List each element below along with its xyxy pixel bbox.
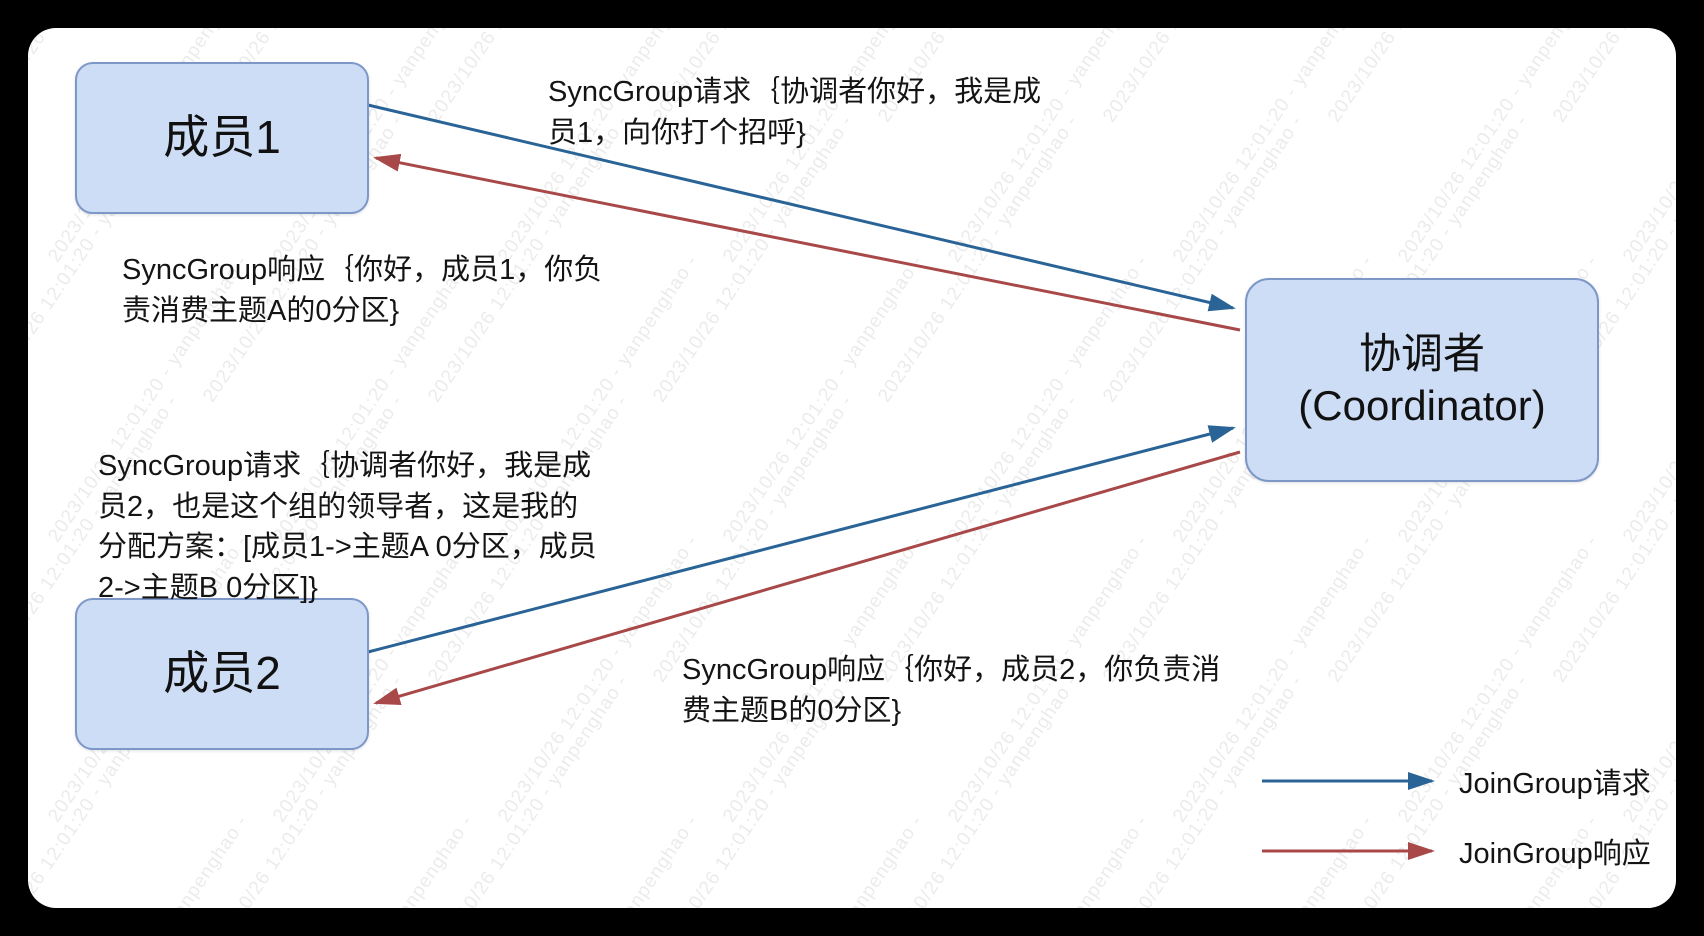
- node-member1: 成员1: [75, 62, 369, 214]
- syncgroup-request-member2-arrow: [367, 425, 1236, 654]
- arrows-layer: [367, 103, 1241, 705]
- legend-request-arrow: [1262, 772, 1435, 790]
- message-sync-request-member2: SyncGroup请求｛协调者你好，我是成 员2，也是这个组的领导者，这是我的 …: [98, 450, 597, 604]
- message-sync-request-member1: SyncGroup请求｛协调者你好，我是成 员1，向你打个招呼}: [548, 76, 1042, 149]
- diagram-canvas: 2023/10/26 12:01:20 - yanpenghao -2023/1…: [28, 28, 1676, 908]
- node-coordinator: 协调者 (Coordinator): [1245, 278, 1599, 482]
- legend-response-arrow: [1262, 842, 1435, 860]
- node-coordinator-label: 协调者 (Coordinator): [1298, 329, 1546, 430]
- legend-request-label: JoinGroup请求: [1459, 768, 1651, 800]
- node-member1-label: 成员1: [163, 111, 281, 164]
- message-sync-response-member2: SyncGroup响应｛你好，成员2，你负责消 费主题B的0分区}: [682, 654, 1221, 727]
- syncgroup-response-member1-arrow: [373, 153, 1241, 332]
- legend-response: JoinGroup响应: [1260, 830, 1651, 872]
- legend-response-label: JoinGroup响应: [1459, 838, 1651, 870]
- node-member2-label: 成员2: [163, 647, 281, 700]
- legend-request: JoinGroup请求: [1260, 760, 1651, 802]
- syncgroup-request-member1-arrow: [367, 103, 1236, 312]
- syncgroup-response-member2-arrow: [373, 450, 1241, 705]
- message-sync-response-member1: SyncGroup响应｛你好，成员1，你负 责消费主题A的0分区}: [122, 254, 603, 327]
- node-member2: 成员2: [75, 598, 369, 750]
